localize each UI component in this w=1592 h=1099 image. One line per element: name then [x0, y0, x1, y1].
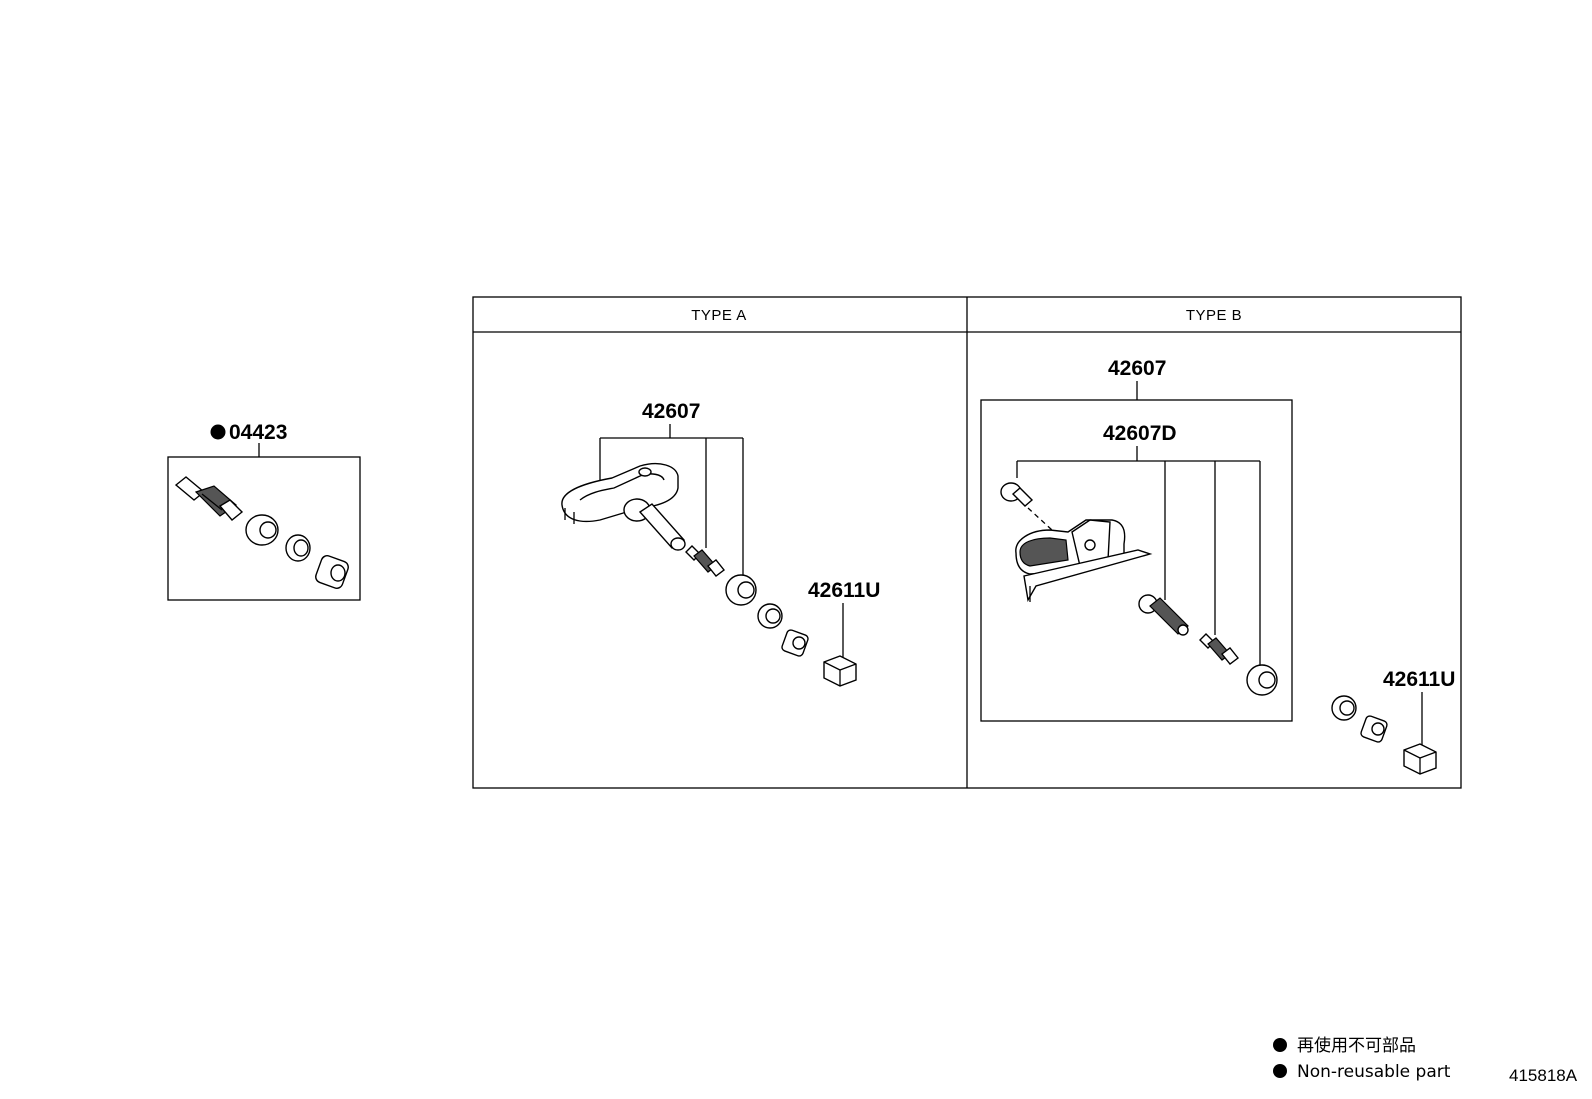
part-number-42607-b[interactable]: 42607 [1108, 357, 1166, 380]
non-reusable-marker-icon [210, 424, 226, 440]
type-b-header: TYPE B [1186, 307, 1242, 324]
nut-a-icon [781, 629, 809, 657]
part-number-04423[interactable]: 04423 [229, 421, 287, 444]
grommet-b-icon [1246, 664, 1278, 696]
part-number-42607-a[interactable]: 42607 [642, 400, 700, 423]
type-table: TYPE A TYPE B [472, 296, 1462, 789]
valve-stem-b-icon [1138, 594, 1189, 636]
part-number-42611u-a[interactable]: 42611U [808, 579, 880, 602]
valve-kit-group: 04423 [167, 421, 361, 601]
valve-kit-box [167, 456, 361, 601]
legend-japanese: 再使用不可部品 [1297, 1035, 1416, 1056]
sensor-b-assembly-box [980, 399, 1293, 722]
washer-a-icon [757, 603, 783, 629]
tpms-sensor-a-icon [561, 462, 686, 551]
grommet-icon [245, 514, 279, 546]
type-a-section: 42607 [561, 400, 880, 687]
valve-cap-b-icon [1403, 743, 1437, 775]
valve-core-icon [174, 476, 244, 521]
valve-core-a-icon [685, 545, 725, 577]
grommet-a-icon [725, 574, 757, 606]
legend-marker-icon [1273, 1038, 1287, 1052]
nut-icon [315, 555, 349, 589]
figure-id: 415818A [1509, 1066, 1578, 1085]
legend-english: Non-reusable part [1297, 1062, 1451, 1082]
legend-marker-icon [1273, 1064, 1287, 1078]
screw-b-icon [1000, 482, 1034, 507]
type-a-header: TYPE A [691, 307, 747, 324]
valve-cap-a-icon [823, 655, 857, 687]
part-number-42607d[interactable]: 42607D [1103, 422, 1177, 445]
valve-core-b-icon [1199, 633, 1239, 665]
nut-b-icon [1360, 715, 1388, 743]
part-number-42611u-b[interactable]: 42611U [1383, 668, 1455, 691]
legend: 再使用不可部品 Non-reusable part [1273, 1035, 1451, 1082]
washer-b-icon [1331, 695, 1357, 721]
type-b-section: 42607 42607D [980, 357, 1455, 775]
tpms-sensor-b-icon [1015, 519, 1153, 603]
washer-icon [285, 534, 311, 562]
